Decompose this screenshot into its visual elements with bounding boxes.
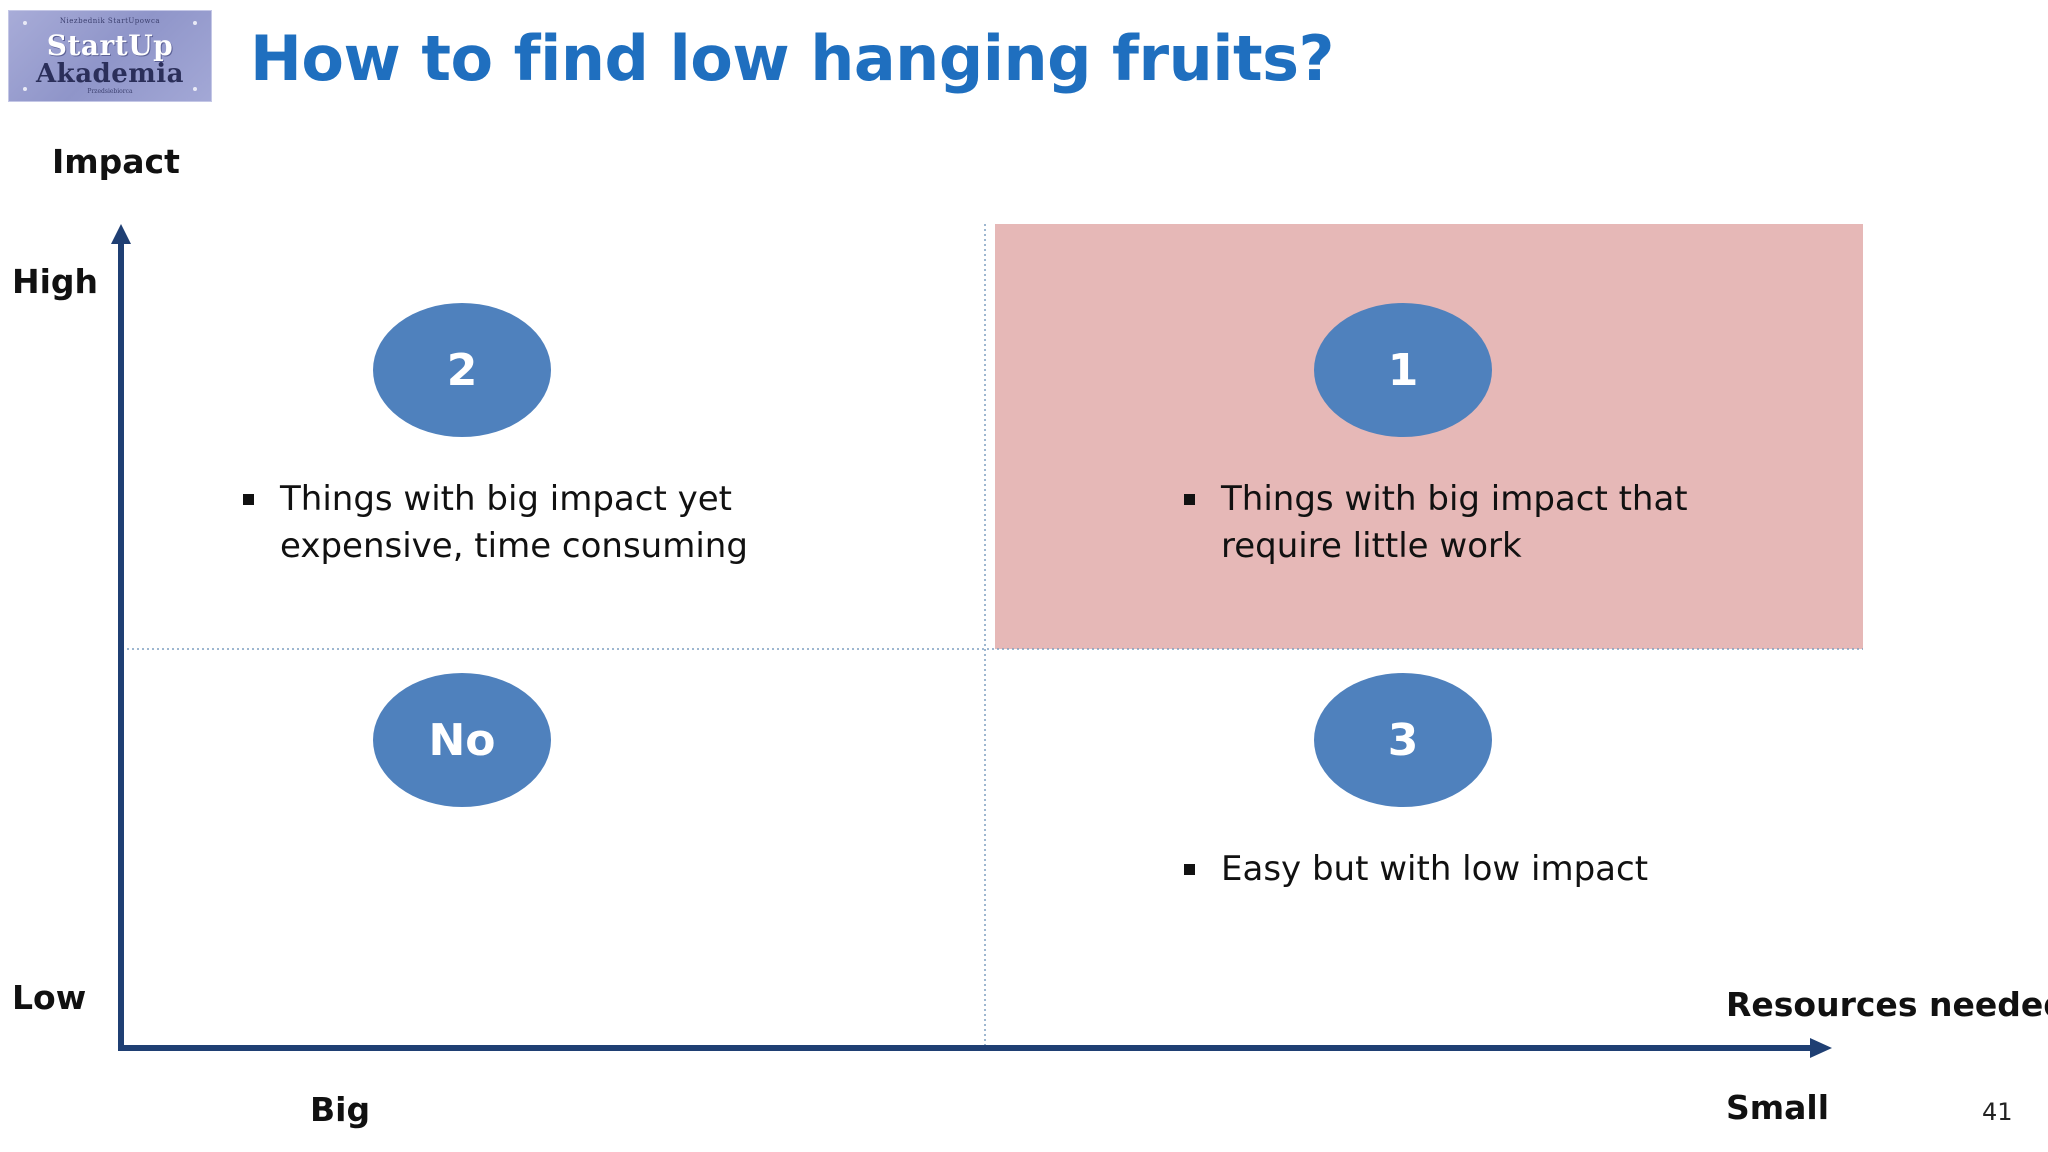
slide-title: How to find low hanging fruits? bbox=[250, 22, 1335, 95]
logo-brand-line2: Akademia bbox=[36, 59, 184, 89]
bullet-text-line: require little work bbox=[1221, 526, 1522, 566]
quadrant-badge-3: 3 bbox=[1314, 673, 1492, 807]
bullet-text-line: Things with big impact yet bbox=[280, 479, 732, 519]
y-axis-arrowhead bbox=[111, 224, 131, 244]
bullet-square-icon bbox=[1184, 494, 1195, 505]
x-axis-big-label: Big bbox=[310, 1090, 371, 1129]
logo-bottom-text: Przedsiebiorca bbox=[87, 88, 133, 95]
x-axis-title: Resources needed bbox=[1726, 985, 2048, 1024]
x-axis-arrowhead bbox=[1810, 1038, 1832, 1058]
quadrant-badge-2: 2 bbox=[373, 303, 551, 437]
x-axis-small-label: Small bbox=[1726, 1088, 1830, 1127]
highlighted-quadrant-top-right bbox=[995, 224, 1863, 649]
bullet-bottom-right: Easy but with low impact bbox=[1184, 846, 1648, 893]
bullet-top-left: Things with big impact yet expensive, ti… bbox=[243, 476, 748, 570]
bullet-top-right: Things with big impact that require litt… bbox=[1184, 476, 1688, 570]
bullet-square-icon bbox=[243, 494, 254, 505]
quadrant-badge-no: No bbox=[373, 673, 551, 807]
bullet-text-line: Easy but with low impact bbox=[1221, 849, 1649, 889]
logo-brand-line1: StartUp bbox=[46, 29, 174, 62]
quadrant-badge-1: 1 bbox=[1314, 303, 1492, 437]
y-axis-low-label: Low bbox=[12, 978, 87, 1017]
bullet-square-icon bbox=[1184, 864, 1195, 875]
bullet-text-line: Things with big impact that bbox=[1221, 479, 1688, 519]
y-axis-high-label: High bbox=[12, 262, 99, 301]
bullet-text-line: expensive, time consuming bbox=[280, 526, 748, 566]
y-axis-title: Impact bbox=[52, 142, 180, 181]
page-number: 41 bbox=[1982, 1098, 2013, 1126]
logo-top-text: Niezbednik StartUpowca bbox=[59, 17, 161, 25]
startup-akademia-logo: Niezbednik StartUpowca StartUp Akademia … bbox=[8, 10, 212, 102]
